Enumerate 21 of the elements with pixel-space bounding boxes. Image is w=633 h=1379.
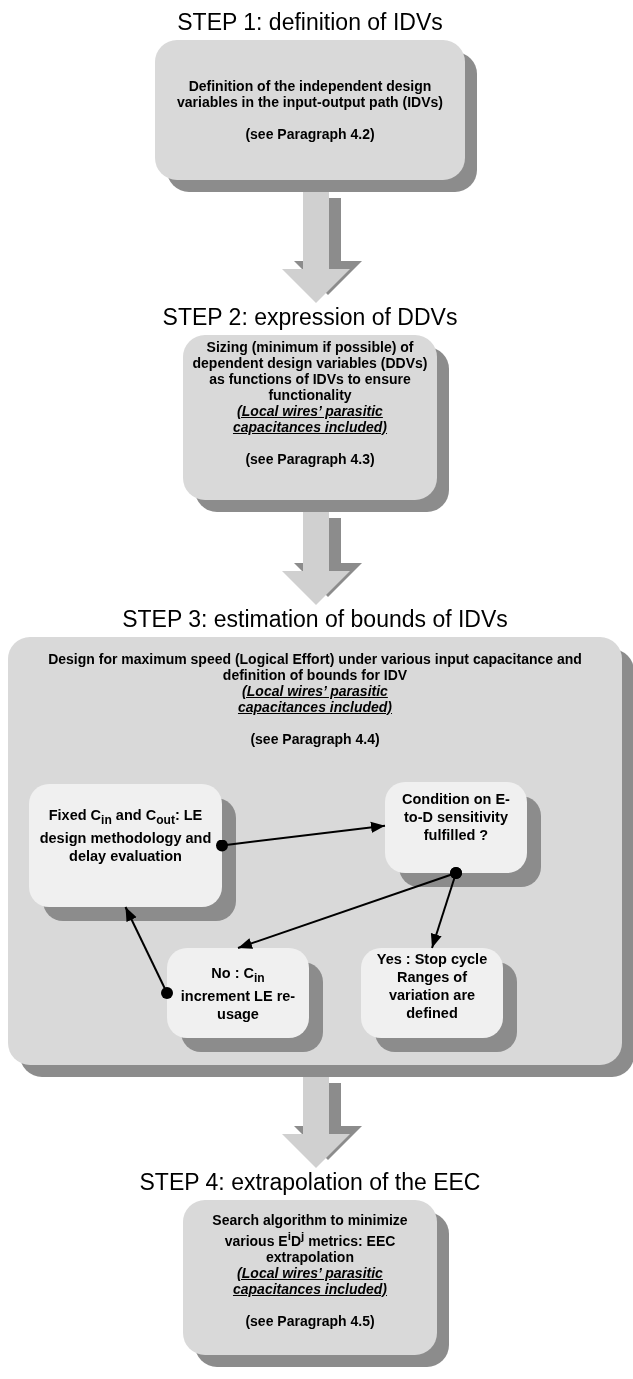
reference-text: (see Paragraph 4.5): [244, 1312, 376, 1329]
step-heading-text: STEP 2: expression of DDVs: [162, 304, 458, 330]
note-text: (Local wires’ parasitic capacitances included): [236, 683, 394, 715]
note-text: (Local wires’ parasitic capacitances included): [231, 403, 389, 435]
block-arrow: [282, 512, 362, 605]
note-text: (Local wires’ parasitic capacitances included): [231, 1264, 389, 1297]
block-arrow: [282, 192, 362, 303]
reference-text: (see Paragraph 4.2): [244, 126, 376, 142]
reference-text: (see Paragraph 4.3): [244, 451, 376, 467]
arrow: [430, 867, 462, 949]
reference-text: (see Paragraph 4.4): [249, 731, 381, 747]
step-heading-text: STEP 1: definition of IDVs: [177, 9, 443, 35]
description-text: Sizing (minimum if possible) of dependent design variables (DDVs) as functions of IDVs to ensure functionality: [191, 339, 429, 403]
description-text: Design for maximum speed (Logical Effort) under various input capacitance and definition of bounds for IDV: [47, 651, 583, 683]
arrow: [124, 906, 173, 999]
description-text: Search algorithm to minimize various E$^{i}$D$^{j}$ metrics: EEC extrapolation: [211, 1212, 409, 1265]
step-heading-text: STEP 4: extrapolation of the EEC: [139, 1169, 481, 1195]
arrow: [216, 821, 386, 852]
step-heading-text: STEP 3: estimation of bounds of IDVs: [122, 606, 508, 632]
description-text: Definition of the independent design variables in the input-output path (IDVs): [176, 78, 444, 110]
block-arrow: [282, 1077, 362, 1168]
